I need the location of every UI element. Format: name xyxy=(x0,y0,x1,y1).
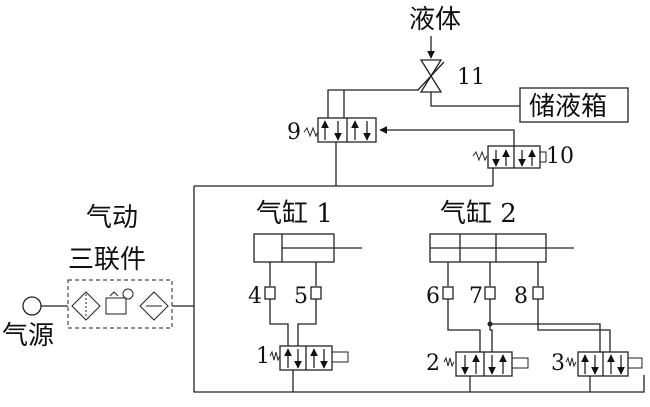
valve-3 xyxy=(565,351,643,377)
check-valve-4 xyxy=(264,286,276,300)
check-valve-8 xyxy=(532,286,544,300)
valve-2 xyxy=(443,351,529,377)
throttle-valve-11 xyxy=(417,59,445,93)
cylinder-1-label: 气缸 1 xyxy=(256,199,333,229)
check-valve-4-label: 4 xyxy=(248,284,262,309)
valve-3-label: 3 xyxy=(551,351,565,376)
valve-1-label: 1 xyxy=(256,344,270,369)
check-valve-7-label: 7 xyxy=(469,284,483,309)
valve-10 xyxy=(472,145,547,169)
valve-10-label: 10 xyxy=(546,144,574,169)
check-valve-6 xyxy=(442,286,454,300)
cylinder-2 xyxy=(429,233,574,263)
liquid-tank: 储液箱 xyxy=(519,87,629,123)
check-valve-8-label: 8 xyxy=(514,284,528,309)
check-valve-7 xyxy=(484,286,496,300)
valve-1 xyxy=(269,345,349,371)
valve-9-label: 9 xyxy=(287,120,301,145)
tank-label: 储液箱 xyxy=(529,92,607,122)
valve-2-label: 2 xyxy=(426,351,440,376)
check-valve-5-label: 5 xyxy=(294,284,308,309)
valve-9 xyxy=(303,117,377,143)
valve-11-label: 11 xyxy=(457,65,485,90)
air-source-label: 气源 xyxy=(2,321,54,351)
check-valve-6-label: 6 xyxy=(426,284,440,309)
cylinder-2-label: 气缸 2 xyxy=(440,199,517,229)
check-valve-5 xyxy=(310,286,322,300)
frl-label-line1: 气动 xyxy=(86,203,138,233)
air-source: 气源 xyxy=(2,296,68,351)
liquid-label: 液体 xyxy=(409,5,461,35)
frl-unit xyxy=(67,279,173,329)
cylinder-1 xyxy=(253,233,362,263)
frl-label-line2: 三联件 xyxy=(68,245,146,275)
